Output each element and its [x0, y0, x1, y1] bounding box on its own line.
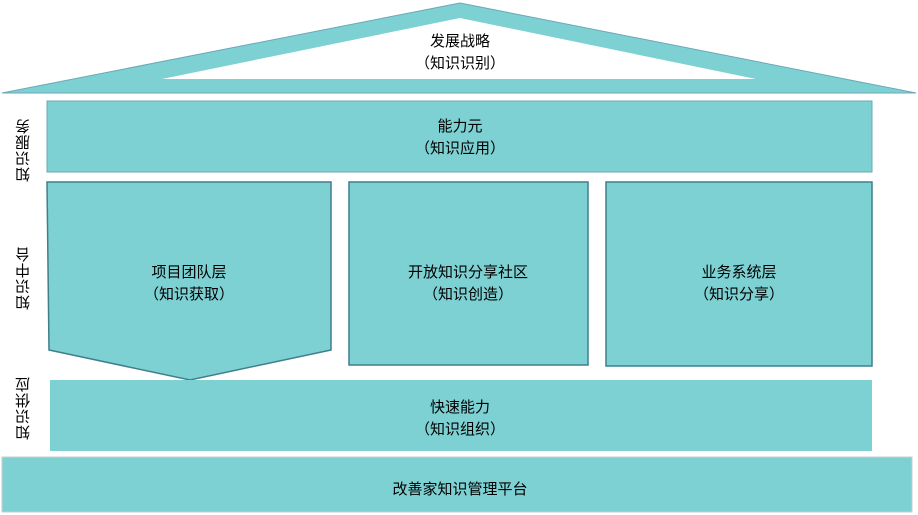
side-label-middle: 知识中台: [14, 246, 32, 310]
side-label-supply: 知识供应: [14, 376, 32, 440]
column-3-subtitle: （知识分享）: [693, 285, 784, 303]
band-bottom-label: 快速能力 （知识组织）: [360, 396, 560, 440]
side-label-service: 知识服务: [14, 118, 32, 182]
roof-inner: [162, 18, 756, 79]
roof-subtitle: （知识识别）: [414, 54, 505, 72]
roof-title: 发展战略: [429, 32, 490, 50]
column-1-title: 项目团队层: [151, 263, 227, 281]
foundation-shape: [1, 456, 913, 513]
column-1-subtitle: （知识获取）: [143, 285, 234, 303]
column-2-subtitle: （知识创造）: [422, 285, 513, 303]
foundation-title: 改善家知识管理平台: [392, 480, 528, 498]
column-1-shape: [46, 181, 332, 381]
band-top-shape: [46, 100, 873, 173]
band-top-label: 能力元 （知识应用）: [360, 115, 560, 159]
band-bottom-title: 快速能力: [429, 398, 490, 416]
column-2-title: 开放知识分享社区: [407, 263, 528, 281]
roof-label: 发展战略 （知识识别）: [360, 30, 560, 74]
band-top-title: 能力元: [437, 117, 483, 135]
band-top-subtitle: （知识应用）: [414, 139, 505, 157]
column-1-label: 项目团队层 （知识获取）: [89, 261, 289, 305]
column-2-label: 开放知识分享社区 （知识创造）: [368, 261, 568, 305]
band-bottom-subtitle: （知识组织）: [414, 420, 505, 438]
column-3-title: 业务系统层: [701, 263, 777, 281]
column-3-label: 业务系统层 （知识分享）: [639, 261, 839, 305]
band-bottom-shape: [50, 380, 872, 451]
column-3-shape: [605, 181, 873, 367]
column-2-shape: [348, 181, 589, 366]
